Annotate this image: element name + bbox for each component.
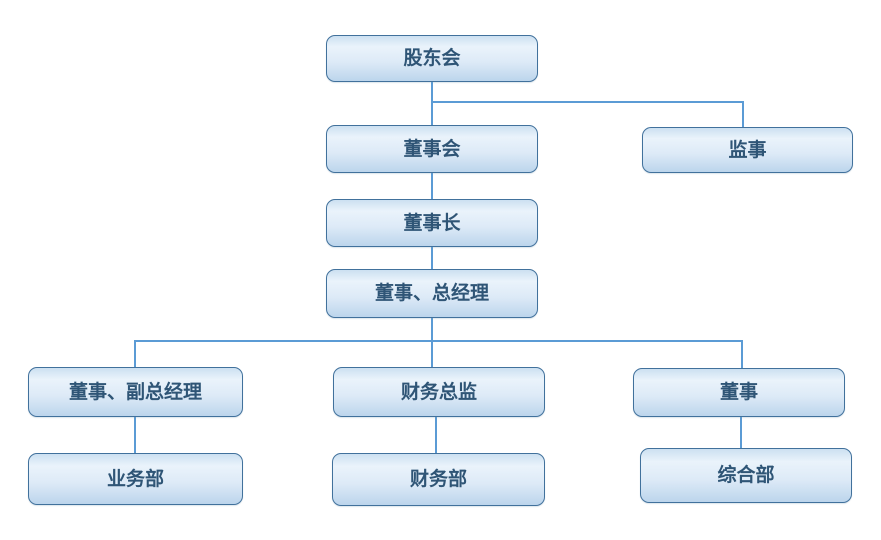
org-node-label: 董事 bbox=[719, 381, 758, 403]
connector-branch-supervisor-v bbox=[742, 101, 744, 127]
org-node-general-department: 综合部 bbox=[640, 448, 852, 503]
org-node-label: 董事会 bbox=[403, 137, 461, 160]
org-node-label: 业务部 bbox=[106, 467, 164, 490]
org-node-business-department: 业务部 bbox=[28, 453, 243, 505]
org-node-label: 董事、总经理 bbox=[374, 282, 489, 304]
org-node-shareholders-meeting: 股东会 bbox=[326, 35, 538, 82]
org-node-supervisor: 监事 bbox=[642, 127, 853, 173]
connector-chairman-gm bbox=[431, 247, 433, 269]
org-node-label: 财务部 bbox=[409, 468, 467, 490]
connector-cfo-finance bbox=[435, 417, 437, 453]
org-node-director-deputy-general-manager: 董事、副总经理 bbox=[28, 367, 243, 417]
org-node-label: 监事 bbox=[728, 138, 767, 161]
connector-drop-left bbox=[134, 341, 136, 367]
connector-gm-bus bbox=[431, 318, 433, 341]
connector-drop-right bbox=[741, 341, 743, 368]
org-node-label: 董事长 bbox=[403, 211, 461, 234]
org-node-director: 董事 bbox=[633, 368, 845, 417]
connector-branch-supervisor-h bbox=[431, 101, 744, 103]
org-node-finance-director: 财务总监 bbox=[333, 367, 545, 417]
org-node-board-of-directors: 董事会 bbox=[326, 125, 538, 173]
connector-drop-middle bbox=[431, 341, 433, 367]
org-node-label: 董事、副总经理 bbox=[68, 380, 202, 403]
connector-board-chairman bbox=[431, 173, 433, 199]
connector-director-general bbox=[740, 417, 742, 448]
org-node-finance-department: 财务部 bbox=[332, 453, 545, 506]
org-node-director-general-manager: 董事、总经理 bbox=[326, 269, 538, 318]
org-node-label: 财务总监 bbox=[400, 380, 477, 403]
connector-bus-horizontal bbox=[134, 340, 743, 342]
org-node-label: 股东会 bbox=[403, 47, 461, 69]
connector-shareholders-board bbox=[431, 82, 433, 125]
org-node-label: 综合部 bbox=[717, 464, 775, 486]
connector-deputygm-business bbox=[134, 417, 136, 453]
org-node-chairman: 董事长 bbox=[326, 199, 538, 247]
